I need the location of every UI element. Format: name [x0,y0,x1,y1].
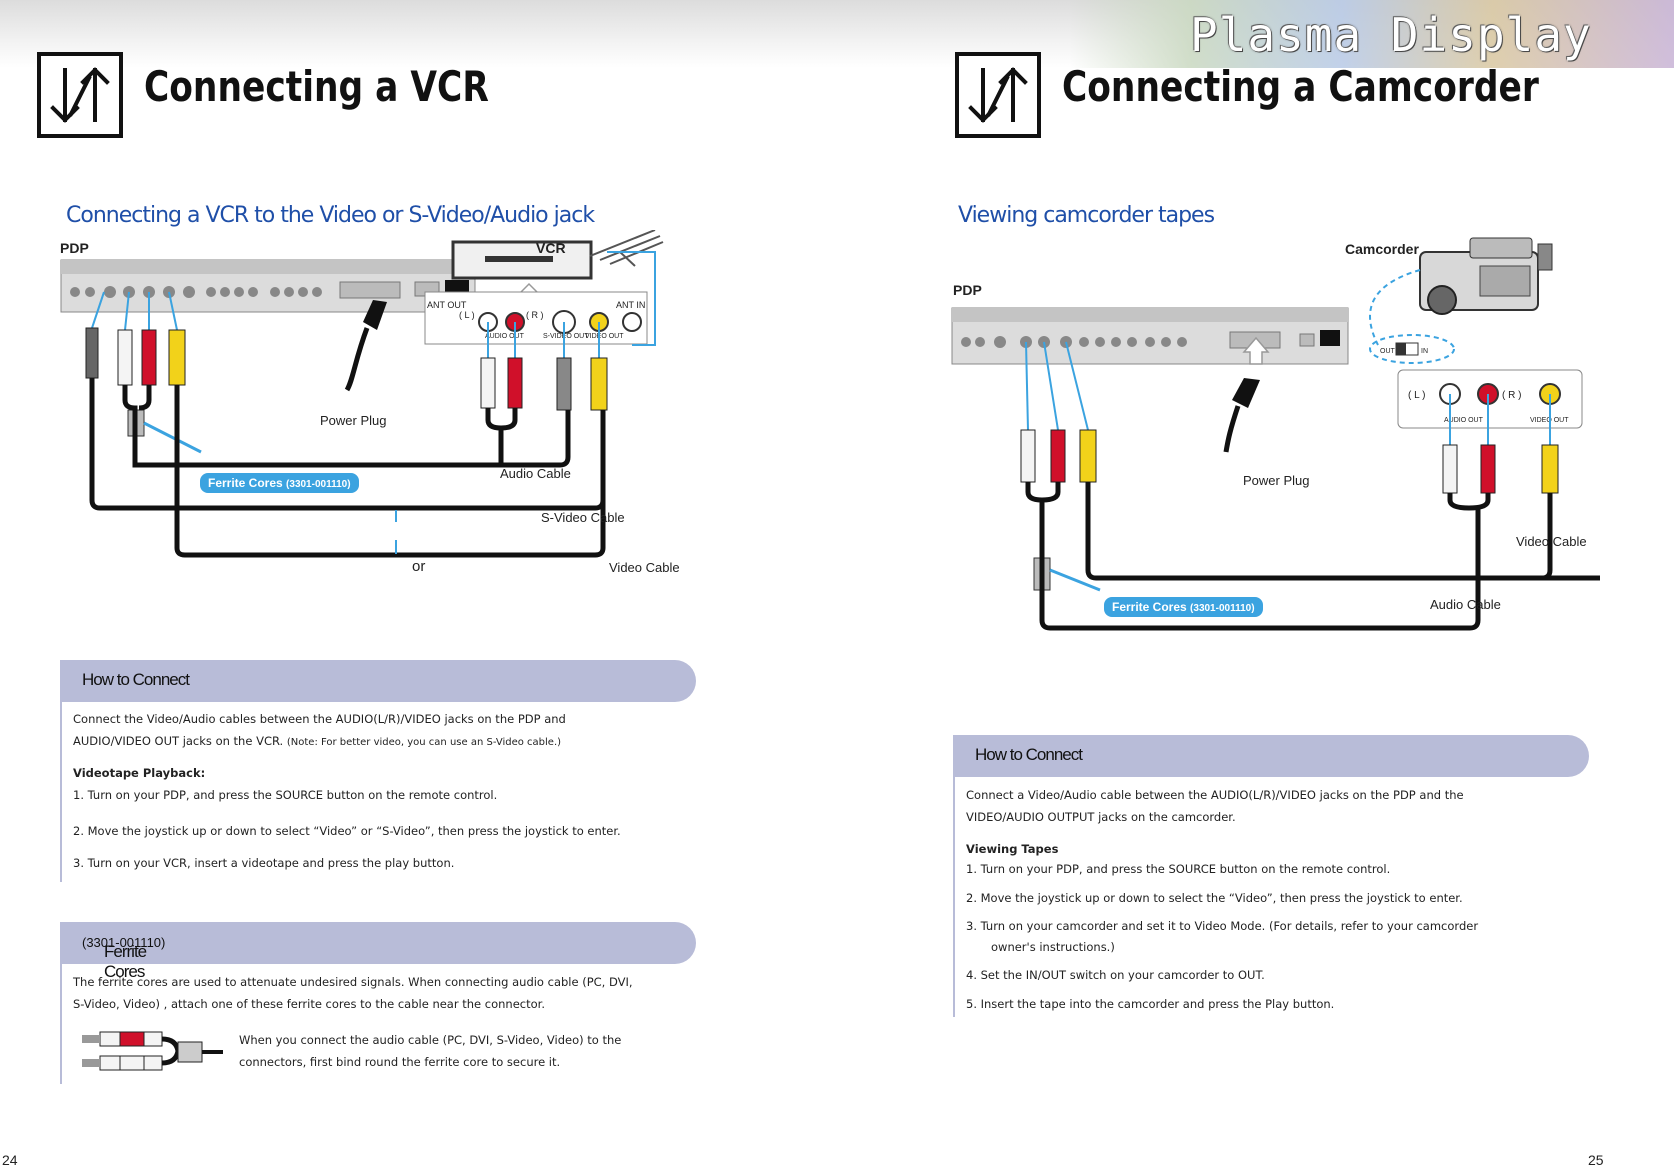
section-subtitle-camcorder: Viewing camcorder tapes [958,203,1215,228]
how-to-intro-2: VIDEO/AUDIO OUTPUT jacks on the camcorde… [966,810,1236,824]
ferrite-cores-header: Ferrite Cores (3301-001110) [60,922,696,981]
ferrite-text-2: S-Video, Video) , attach one of these fe… [73,997,545,1011]
camcorder-connection-diagram: OUT IN ( L ) ( R ) AUDIO OUT VIDEO OUT [951,237,1600,631]
ferrite-badge-name: Ferrite Cores [208,476,283,490]
how-to-step-3: 3. Turn on your VCR, insert a videotape … [73,856,455,870]
vcr-jack-panel [424,291,648,345]
jack-label-l: ( L ) [459,310,475,320]
ferrite-badge-code: (3301-001110) [1190,603,1255,614]
how-to-subheading: Videotape Playback: [73,766,206,780]
jack-label-r: ( R ) [526,310,544,320]
panel-rule [60,702,62,882]
how-to-intro-note: (Note: For better video, you can use an … [286,737,562,748]
ferrite-text-1: The ferrite cores are used to attenuate … [73,975,633,989]
section-subtitle-vcr: Connecting a VCR to the Video or S-Video… [66,203,595,228]
jack-label-svideo-out: S-VIDEO OUT [543,333,589,340]
how-to-step-2: 2. Move the joystick up or down to selec… [73,824,621,838]
up-down-arrows-icon [955,52,1041,138]
pdp-label: PDP [953,282,982,298]
how-to-connect-header-vcr: How to Connect [60,660,696,702]
video-cable-label: Video Cable [1516,534,1587,549]
how-to-connect-heading: How to Connect [82,670,190,689]
page-number-left: 24 [2,1152,18,1168]
switch-label-in: IN [1421,348,1428,355]
how-to-intro-1: Connect the Video/Audio cables between t… [73,712,566,726]
ferrite-caption-2: connectors, first bind round the ferrite… [239,1055,561,1069]
svideo-cable-label: S-Video Cable [541,510,625,525]
video-cable-label: Video Cable [609,560,680,575]
camcorder-label: Camcorder [1345,241,1419,257]
ferrite-cores-heading-code: (3301-001110) [82,935,166,950]
how-to-step-2: 2. Move the joystick up or down to selec… [966,891,1463,905]
ferrite-badge-camcorder: Ferrite Cores (3301-001110) [1104,597,1263,617]
ferrite-core-illustration [82,1031,223,1071]
jack-label-l: ( L ) [1408,390,1425,401]
how-to-step-3-cont: owner's instructions.) [991,940,1115,954]
how-to-intro-1: Connect a Video/Audio cable between the … [966,788,1464,802]
how-to-intro-2-text: AUDIO/VIDEO OUT jacks on the VCR. [73,734,284,748]
or-label: or [412,558,426,575]
how-to-connect-heading: How to Connect [975,745,1083,764]
power-plug-label: Power Plug [1243,473,1310,488]
jack-label-r: ( R ) [1502,390,1521,401]
ferrite-badge-vcr: Ferrite Cores (3301-001110) [200,473,359,493]
how-to-step-3: 3. Turn on your camcorder and set it to … [966,919,1479,933]
pdp-panel-strip [952,308,1348,322]
switch-label-out: OUT [1380,348,1396,355]
ferrite-cores-heading-text: Ferrite Cores [104,942,147,981]
panel-rule [60,964,62,1084]
how-to-intro-2: AUDIO/VIDEO OUT jacks on the VCR. (Note:… [73,731,561,753]
audio-cable-label: Audio Cable [500,466,571,481]
pdp-panel-strip [61,260,475,274]
how-to-step-5: 5. Insert the tape into the camcorder an… [966,997,1335,1011]
banner-title: Plasma Display [1190,8,1592,62]
ferrite-caption-1: When you connect the audio cable (PC, DV… [239,1033,622,1047]
jack-label-ant-in: ANT IN [616,300,645,310]
jack-label-ant-out: ANT OUT [427,300,467,310]
pdp-label: PDP [60,240,89,256]
banner-artwork [1070,0,1674,68]
jack-label-video-out: VIDEO OUT [585,333,624,340]
vcr-label: VCR [536,240,566,256]
jack-label-audio-out: AUDIO OUT [485,333,525,340]
panel-rule [953,777,955,1017]
how-to-subheading: Viewing Tapes [966,842,1059,856]
how-to-connect-header-camcorder: How to Connect [953,735,1589,777]
jack-label-audio-out: AUDIO OUT [1444,417,1484,424]
ferrite-badge-name: Ferrite Cores [1112,600,1187,614]
power-plug-label: Power Plug [320,413,387,428]
audio-cable-label: Audio Cable [1430,597,1501,612]
how-to-step-4: 4. Set the IN/OUT switch on your camcord… [966,968,1265,982]
vcr-connection-diagram: ANT OUT ANT IN ( L ) ( R ) AUDIO OUT S-V… [60,230,664,558]
page-title-camcorder: Connecting a Camcorder [1062,62,1539,111]
up-down-arrows-icon [37,52,123,138]
page-title-vcr: Connecting a VCR [144,62,489,111]
camcorder-device [1419,237,1553,315]
how-to-step-1: 1. Turn on your PDP, and press the SOURC… [73,788,498,802]
ferrite-badge-code: (3301-001110) [286,479,351,490]
ferrite-cores-heading: Ferrite Cores (3301-001110) [82,932,166,981]
how-to-step-1: 1. Turn on your PDP, and press the SOURC… [966,862,1391,876]
page-number-right: 25 [1588,1152,1604,1168]
